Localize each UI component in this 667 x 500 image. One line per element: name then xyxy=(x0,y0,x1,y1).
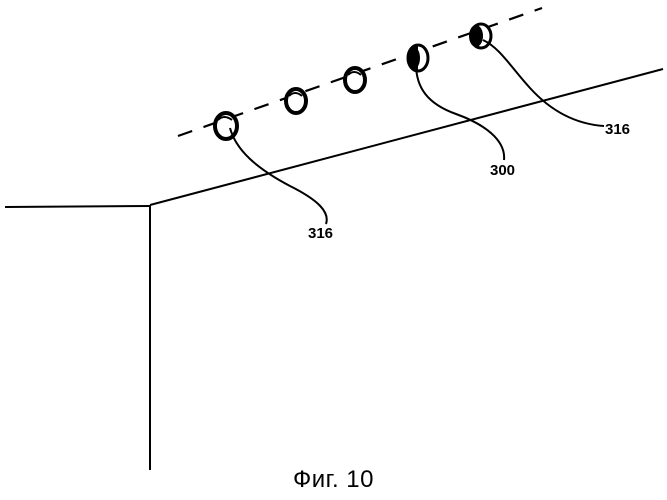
figure-caption: Фиг. 10 xyxy=(0,466,667,494)
leader-line-316-left xyxy=(230,128,327,224)
marker-2 xyxy=(286,89,306,113)
label-300: 300 xyxy=(490,162,515,179)
marker-3 xyxy=(345,68,365,92)
leader-line-300 xyxy=(416,64,504,160)
marker-4 xyxy=(408,45,428,71)
label-316-right: 316 xyxy=(605,121,630,138)
label-316-left: 316 xyxy=(308,225,333,242)
marker-5 xyxy=(469,24,491,48)
marker-1 xyxy=(215,113,237,139)
leader-line-316-right xyxy=(483,40,604,126)
horizontal-line xyxy=(5,206,150,207)
